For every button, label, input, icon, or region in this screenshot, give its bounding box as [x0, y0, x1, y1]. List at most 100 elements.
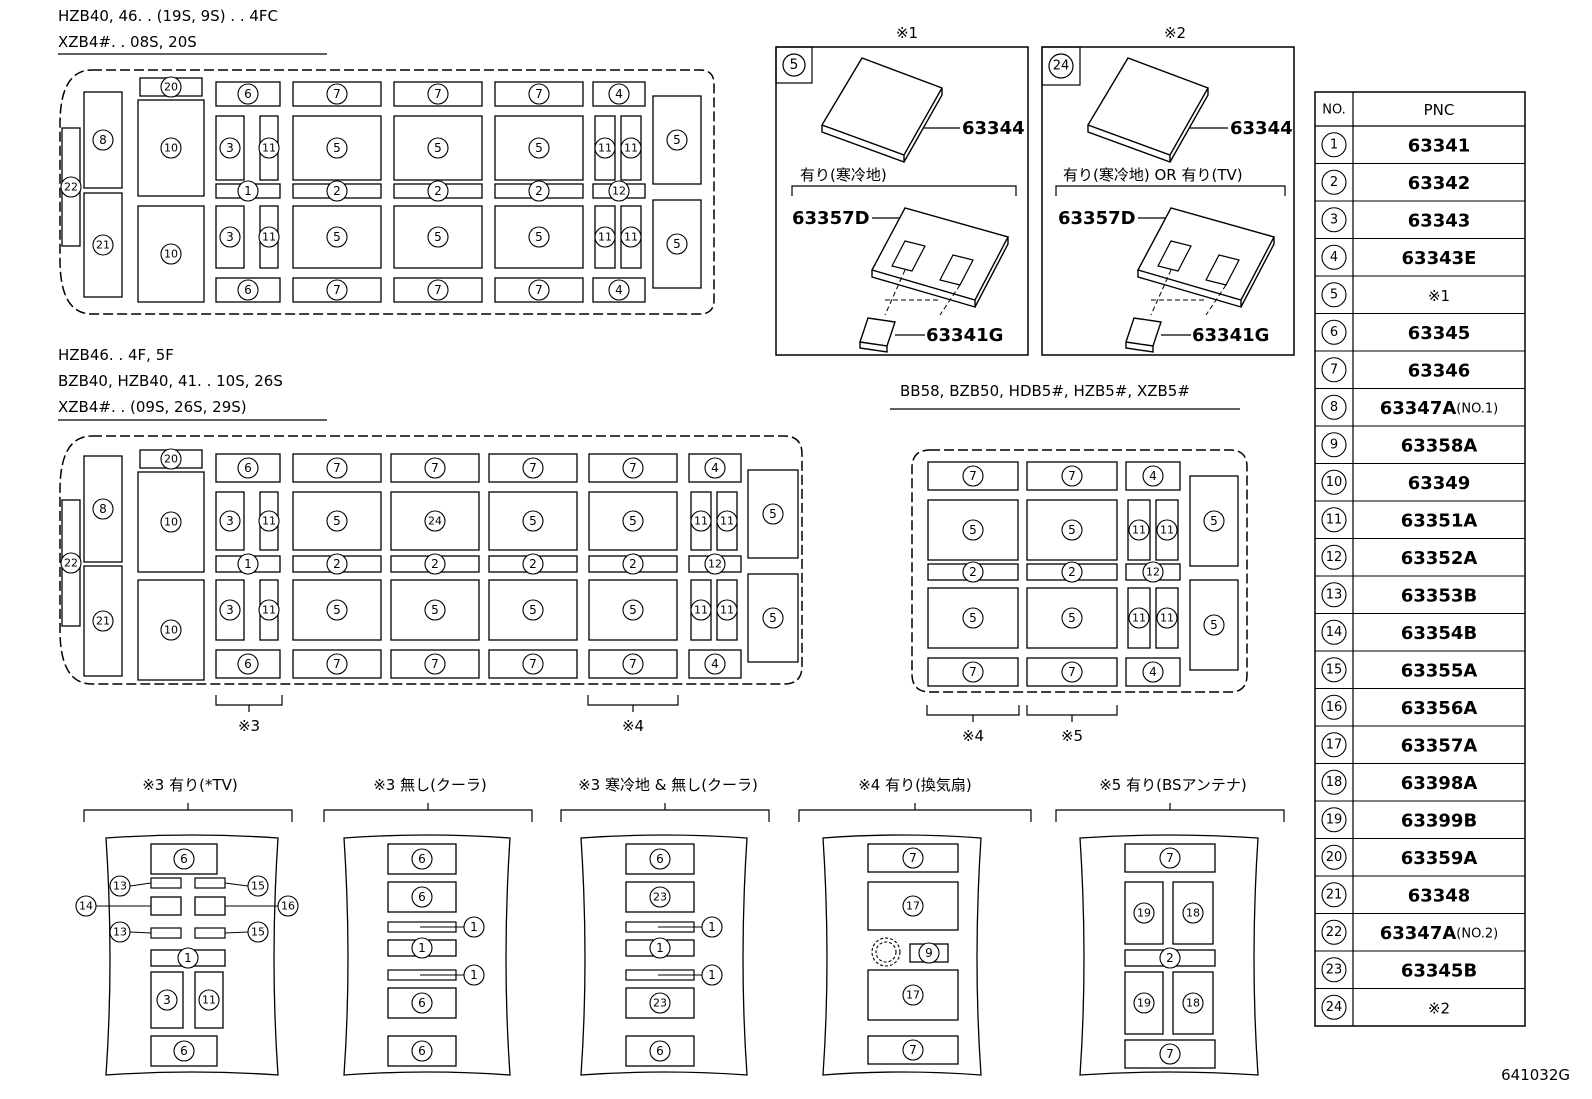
- panel-7: 7: [393, 277, 483, 303]
- callout-number: 3: [226, 603, 234, 617]
- callout-circle-icon: [92, 610, 114, 632]
- callout-number: 7: [333, 283, 341, 297]
- table-row: 22 63347A(NO.2): [1315, 913, 1525, 945]
- callout-circle-icon: [219, 137, 241, 159]
- panel-7: 7: [488, 453, 578, 483]
- panel-4: 4: [592, 81, 646, 107]
- callout-circle-icon: [528, 226, 550, 248]
- callout-number: 11: [694, 604, 708, 617]
- callout-number: 20: [164, 81, 178, 94]
- callout-number: 5: [769, 507, 777, 521]
- callout-k3-mid: ※3: [238, 717, 260, 735]
- callout-number: 7: [1068, 469, 1076, 483]
- callout-number: 22: [64, 557, 78, 570]
- panel-18: 18: [1172, 971, 1214, 1035]
- callout-circle-icon: [326, 180, 348, 202]
- panel-24: 24: [390, 491, 480, 551]
- callout-number: 2: [535, 184, 543, 198]
- callout-number: 11: [1160, 612, 1174, 625]
- callout-circle-icon: [1061, 607, 1083, 629]
- panel-11: 11: [258, 205, 280, 269]
- panel-5: 5: [292, 491, 382, 551]
- panel-5: 5: [1189, 579, 1239, 671]
- callout-number: 3: [226, 514, 234, 528]
- panel-2: 2: [292, 553, 382, 575]
- panel-3: 3: [150, 971, 184, 1029]
- panel-10: 10: [137, 579, 205, 681]
- callout-circle-icon: [620, 226, 642, 248]
- callout-number: 1: [418, 941, 426, 955]
- callout-number: 16: [281, 900, 295, 913]
- callout-circle-icon: [522, 510, 544, 532]
- callout-number: 2: [333, 184, 341, 198]
- layout-mid-outline: [59, 435, 803, 685]
- panel-5: 5: [588, 579, 678, 641]
- callout-number: 4: [1149, 469, 1157, 483]
- callout-circle-icon: [528, 279, 550, 301]
- row-number: 22: [1326, 925, 1343, 940]
- callout-k5-short: ※5: [1061, 727, 1083, 745]
- row-number: 9: [1330, 437, 1338, 452]
- row-number-circle-icon: [1321, 132, 1347, 158]
- callout-number: 11: [262, 515, 276, 528]
- panel-12: 12: [592, 180, 646, 202]
- callout-circle-icon: [160, 511, 182, 533]
- panel-7: 7: [1026, 461, 1118, 491]
- callout-circle-icon: [522, 599, 544, 621]
- panel-5: 5: [1026, 499, 1118, 561]
- callout-number: 18: [1186, 907, 1200, 920]
- panel-1: 1: [215, 553, 281, 575]
- callout-circle-icon: [258, 510, 280, 532]
- row-pnc: 63358A: [1401, 435, 1478, 456]
- callout-circle-icon: [198, 989, 220, 1011]
- row-pnc: 63347A(NO.2): [1380, 923, 1499, 944]
- callout-circle-icon: [424, 457, 446, 479]
- callout-circle-icon: [326, 599, 348, 621]
- callout-circle-icon: [649, 992, 671, 1014]
- row-number: 5: [1330, 287, 1338, 302]
- callout-circle-icon: [160, 243, 182, 265]
- callout-circle-icon: [962, 661, 984, 683]
- callout-circle-icon: [326, 553, 348, 575]
- callout-circle-icon: [962, 607, 984, 629]
- callout-circle-icon: [1061, 661, 1083, 683]
- panel-12: 12: [1125, 561, 1181, 583]
- row-number-circle-icon: [1321, 957, 1347, 983]
- callout-number: 14: [79, 900, 93, 913]
- callout-circle-icon: [173, 1040, 195, 1062]
- detail-k2-title: ※2: [1164, 24, 1186, 42]
- callout-number: 1: [184, 951, 192, 965]
- row-number-circle-icon: [1321, 657, 1347, 683]
- row-number: 14: [1326, 625, 1343, 640]
- callout-number: 12: [612, 185, 626, 198]
- callout-number: 11: [262, 604, 276, 617]
- row-pnc: 63341: [1408, 135, 1471, 156]
- panel-4: 4: [1125, 461, 1181, 491]
- variant-strip-outline: [343, 834, 511, 1076]
- callout-number: 6: [244, 283, 252, 297]
- panel-23: 23: [625, 881, 695, 913]
- table-row: 9 63358A: [1315, 425, 1525, 458]
- panel-2: 2: [494, 180, 584, 202]
- callout-circle-icon: [160, 619, 182, 641]
- row-number: 8: [1330, 400, 1338, 415]
- callout-number: 2: [1166, 951, 1174, 965]
- callout-number: 19: [1137, 997, 1151, 1010]
- panel-19: 19: [1124, 971, 1164, 1035]
- callout-number: 7: [909, 1043, 917, 1057]
- callout-k4-mid: ※4: [622, 717, 644, 735]
- callout-circle-icon: [902, 847, 924, 869]
- panel-17: 17: [867, 881, 959, 931]
- callout-circle-icon: [92, 129, 114, 151]
- row-number-circle-icon: [1321, 169, 1347, 195]
- callout-number: 7: [1166, 851, 1174, 865]
- callout-number: 9: [925, 946, 933, 960]
- callout-number: 2: [434, 184, 442, 198]
- callout-number: 2: [431, 557, 439, 571]
- callout-circle-icon: [237, 279, 259, 301]
